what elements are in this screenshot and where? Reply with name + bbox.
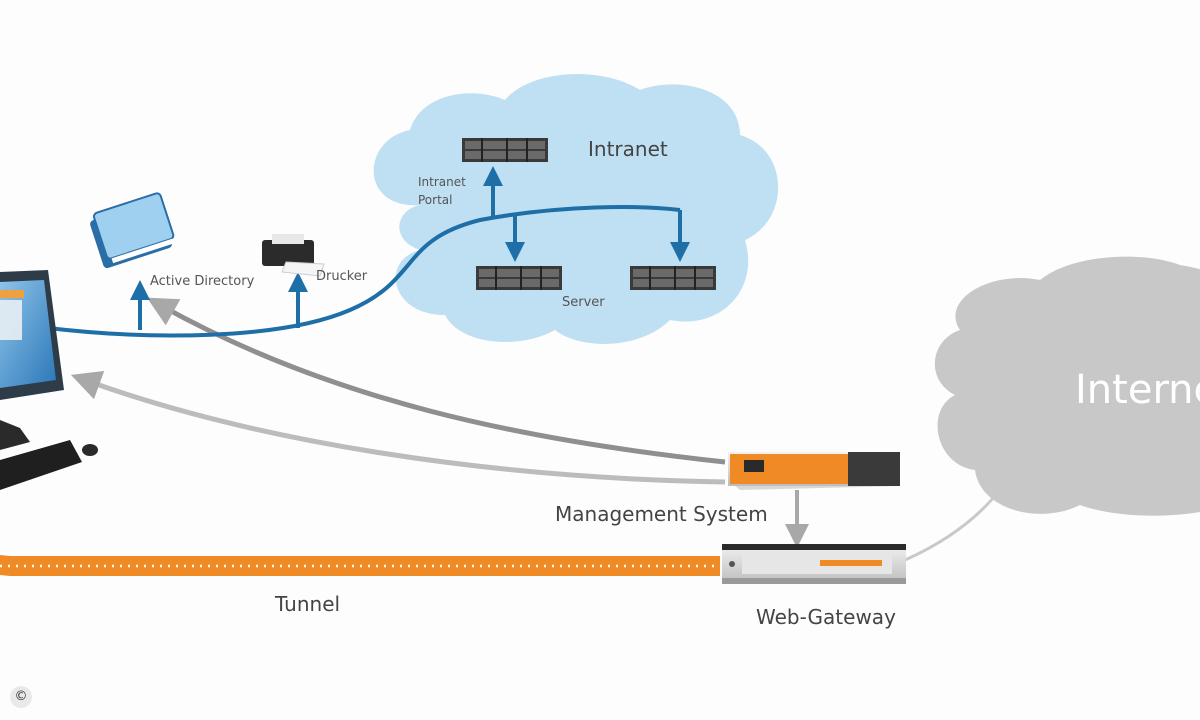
intranet-portal-label-line2: Portal [418, 193, 452, 207]
gray-arrows [70, 297, 1002, 562]
web-gateway-appliance [722, 544, 906, 584]
server-rack-icon [476, 266, 562, 290]
web-gateway-label: Web-Gateway [756, 605, 896, 629]
active-directory-label: Active Directory [150, 274, 255, 289]
drucker-label: Drucker [316, 269, 368, 284]
copyright-badge: © [10, 686, 32, 708]
network-lines [47, 166, 690, 338]
tunnel [0, 555, 720, 576]
tunnel-label: Tunnel [274, 592, 340, 616]
intranet-label: Intranet [588, 137, 668, 161]
printer-icon [262, 234, 325, 277]
intranet-portal-label-line1: Intranet [418, 175, 466, 189]
active-directory-book-icon [90, 192, 175, 269]
server-rack-icon [462, 138, 548, 162]
internet-label: Internet [1075, 367, 1200, 413]
desktop-computer-icon [0, 270, 98, 490]
management-system-appliance [728, 452, 900, 490]
management-system-label: Management System [555, 502, 768, 526]
server-label: Server [562, 295, 605, 310]
server-rack-icon [630, 266, 716, 290]
internet-cloud [934, 256, 1200, 516]
